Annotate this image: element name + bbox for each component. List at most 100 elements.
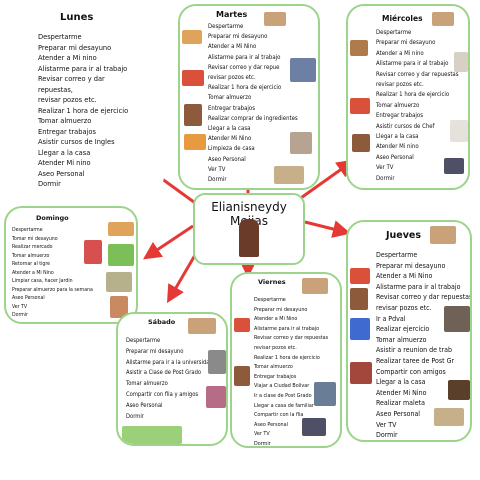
activity-item: Revisar correo y dar repue bbox=[208, 63, 280, 71]
activity-item: Revisar correo y dar repuestas bbox=[376, 293, 472, 302]
activity-item: Llegar a la casa bbox=[376, 378, 426, 387]
image-food bbox=[350, 98, 370, 114]
image-meeting bbox=[444, 306, 470, 332]
image-tv bbox=[444, 158, 464, 174]
activity-item: Dormir bbox=[376, 431, 398, 440]
day-title: Domingo bbox=[36, 214, 69, 222]
image-market bbox=[108, 244, 134, 266]
activity-item: Asistir a reunion de trab bbox=[376, 346, 452, 355]
activity-item: Preparar mi desayuno bbox=[376, 39, 436, 47]
activity-item: Alistarme para ir al trabajo bbox=[376, 60, 449, 68]
activity-item: Realizar 1 hora de ejercicio bbox=[254, 354, 320, 361]
activity-item: Limpiar casa, hacer Jardin bbox=[12, 278, 73, 284]
activity-item: Atender a Mi Nino bbox=[254, 316, 298, 323]
activity-item: Realizar 1 hora de ejercicio bbox=[208, 84, 282, 92]
activity-item: Revisar correo y dar bbox=[38, 74, 105, 83]
activity-item: Llegar a la casa bbox=[38, 147, 91, 157]
activity-item: Entregar trabajos bbox=[208, 104, 256, 112]
activity-item: Tomar almuerzo bbox=[126, 381, 168, 388]
activity-item: Realizar maleta bbox=[376, 399, 425, 408]
image-books bbox=[350, 318, 370, 340]
activity-item: Realizar 1 hora de ejercicio bbox=[38, 105, 129, 115]
image-couple-bed bbox=[188, 318, 216, 334]
day-title: Viernes bbox=[258, 278, 286, 286]
activity-item: Tomar almuerzo bbox=[376, 335, 427, 344]
activity-item: Atender Mi Nino bbox=[208, 135, 252, 143]
activity-item: revisar pozos etc. bbox=[376, 303, 432, 312]
activity-item: Alistarme para ir al trabajo bbox=[376, 282, 461, 291]
image-food bbox=[234, 318, 250, 332]
activity-item: repuestas, bbox=[38, 84, 73, 94]
activity-item: Dormir bbox=[126, 413, 144, 420]
activity-item: Entregar trabajos bbox=[254, 373, 297, 380]
day-title: Martes bbox=[216, 10, 248, 19]
activity-item: Tomar almuerzo bbox=[254, 364, 293, 371]
activity-item: Revisar correo y dar repuestas bbox=[254, 335, 329, 342]
activity-item: Atender a Mi Nino bbox=[208, 43, 257, 51]
image-food bbox=[350, 268, 370, 284]
activity-item: Realizar mercado bbox=[12, 244, 53, 250]
activity-item: Entregar trabajos bbox=[38, 126, 96, 136]
image-student bbox=[208, 350, 226, 374]
arrow-to-domingo bbox=[143, 224, 194, 260]
activity-item: Realizar comprar de ingredientes bbox=[208, 114, 298, 122]
activity-item: Preparar mi desayuno bbox=[376, 261, 446, 270]
image-garden bbox=[106, 272, 132, 292]
image-travel bbox=[314, 382, 336, 406]
activity-item: Llegar a casa de familiar bbox=[254, 402, 314, 409]
image-person bbox=[110, 296, 128, 318]
image-bed bbox=[434, 408, 464, 426]
activity-item: Asistir cursos de Ingles bbox=[38, 137, 115, 146]
activity-item: Realizar ejercicio bbox=[376, 325, 430, 334]
activity-item: revisar pozos etc. bbox=[376, 81, 424, 89]
image-bed bbox=[274, 166, 304, 184]
activity-item: Despertarme bbox=[376, 251, 418, 259]
activity-item: Preparar mi desayuno bbox=[38, 42, 112, 52]
image-cleaning bbox=[290, 132, 312, 154]
activity-item: Asistir a Clase de Post Grado bbox=[126, 370, 202, 377]
activity-item: Aseo Personal bbox=[376, 409, 421, 418]
activity-item: Limpieza de casa bbox=[208, 145, 255, 153]
image-kitchen bbox=[350, 362, 372, 384]
image-couple-bed bbox=[432, 12, 454, 26]
image-couple-bed bbox=[264, 12, 286, 26]
activity-item: Ir a clase de Post Grado bbox=[254, 392, 312, 399]
image-chef bbox=[450, 120, 468, 142]
activity-item: Compartir con amigos bbox=[376, 367, 446, 376]
image-breakfast bbox=[182, 30, 202, 44]
activity-item: Dormir bbox=[208, 176, 227, 184]
activity-item: Despertarme bbox=[12, 227, 43, 233]
activity-item: Dormir bbox=[12, 312, 29, 318]
activity-item: revisar pozos etc. bbox=[254, 344, 297, 351]
activity-item: Aseo Personal bbox=[254, 421, 288, 428]
activity-item: Aseo Personal bbox=[126, 402, 163, 409]
activity-item: Dormir bbox=[376, 174, 395, 182]
activity-item: Alistarme para ir al trabajo bbox=[38, 63, 128, 73]
image-tv bbox=[302, 418, 326, 436]
activity-item: Aseo Personal bbox=[12, 295, 45, 301]
day-title: Jueves bbox=[386, 230, 422, 241]
activity-item: Entregar trabajos bbox=[376, 112, 424, 120]
image-breakfast bbox=[108, 222, 134, 236]
image-family-bikes bbox=[122, 426, 182, 444]
activity-item: Retornar al tigre bbox=[12, 261, 51, 267]
image-cleaning bbox=[84, 240, 102, 264]
image-person bbox=[184, 104, 202, 126]
activity-item: Alistarme para ir a la universidad bbox=[126, 359, 213, 366]
activity-item: Dormir bbox=[254, 440, 271, 447]
activity-item: revisar pozos etc. bbox=[38, 95, 97, 104]
image-couple-bed bbox=[302, 278, 328, 294]
image-person-right bbox=[290, 58, 316, 82]
activity-item: Tomar almuerzo bbox=[376, 101, 420, 109]
activity-item: Compartir con flia y amigos bbox=[126, 391, 199, 398]
